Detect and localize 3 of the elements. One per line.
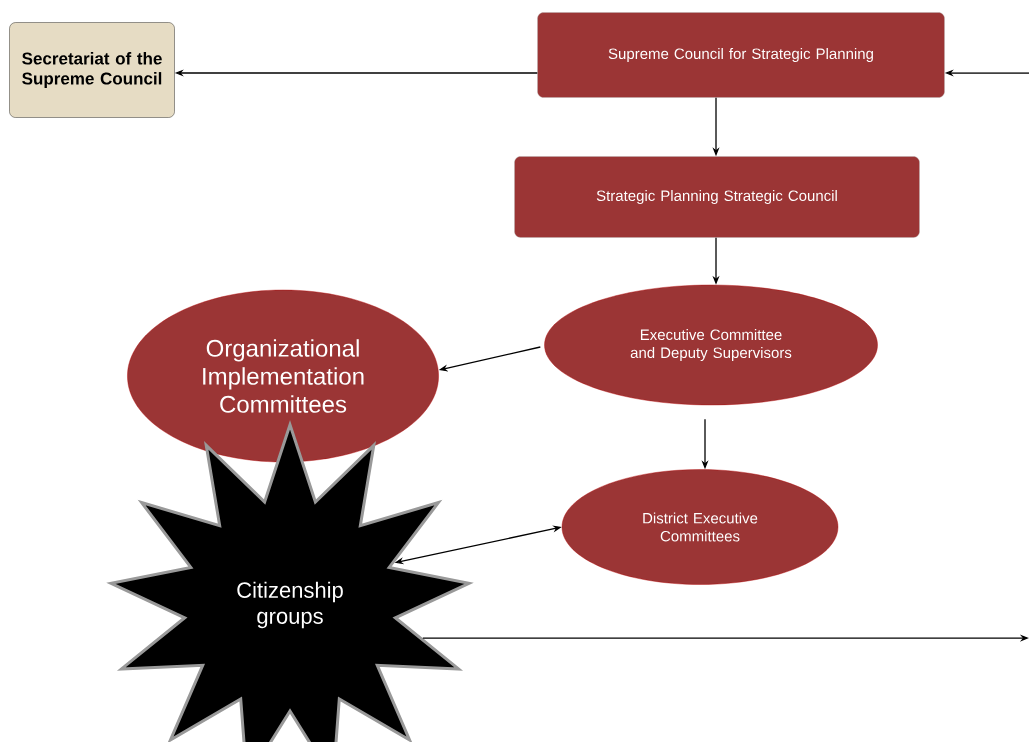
council-box: Supreme Council for Strategic Planning bbox=[537, 12, 945, 98]
council-box: Strategic Planning Strategic Council bbox=[514, 156, 920, 238]
council-box: Secretariat of the Supreme Council bbox=[9, 22, 175, 118]
